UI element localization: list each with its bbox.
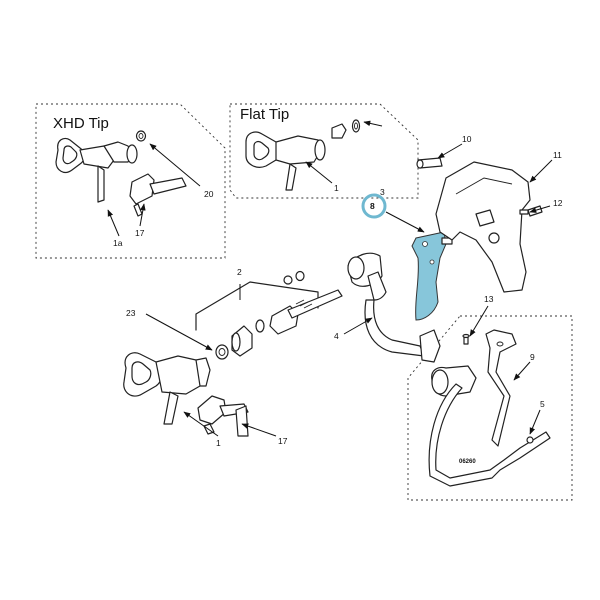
- figure-number: 06260: [459, 459, 476, 465]
- callout-23: 23: [126, 308, 136, 318]
- main-tip-seal: [215, 344, 229, 360]
- callout-13: 13: [484, 294, 494, 304]
- callout-2: 2: [237, 267, 242, 277]
- guard-5: [428, 365, 551, 487]
- tip-guard-inset-border: [407, 315, 573, 501]
- callout-1a: 1a: [113, 238, 123, 248]
- callout-3: 3: [380, 187, 385, 197]
- gun-fluid-tube: [347, 252, 441, 363]
- callout-8: 8: [370, 201, 375, 211]
- leader-lines: [107, 120, 553, 437]
- main-tip-insert: [197, 395, 249, 437]
- callout-20: 20: [204, 189, 214, 199]
- flat-tip-title: Flat Tip: [240, 106, 289, 123]
- valve-assembly: [195, 270, 343, 357]
- flat-tip-guard: [245, 131, 326, 191]
- flat-tip-inset-border: [229, 103, 419, 199]
- xhd-tip-title: XHD Tip: [53, 115, 109, 132]
- flat-tip-seal: [331, 119, 361, 139]
- callout-5: 5: [540, 399, 545, 409]
- xhd-seal: [135, 130, 147, 142]
- callout-4: 4: [334, 331, 339, 341]
- main-tip-guard: [123, 352, 211, 425]
- highlight-ring: [361, 193, 387, 219]
- screw-13: [462, 333, 470, 345]
- callout-9: 9: [530, 352, 535, 362]
- xhd-tip-insert: [129, 173, 187, 217]
- callout-11: 11: [553, 150, 562, 160]
- xhd-tip-inset-border: [35, 103, 226, 259]
- trigger-guard: [485, 329, 517, 447]
- handle-nut: [416, 157, 443, 169]
- callout-17-xhd: 17: [135, 228, 145, 238]
- trigger-pin: [441, 237, 453, 245]
- callout-1-main: 1: [216, 438, 221, 448]
- gun-handle: [435, 161, 531, 293]
- callout-labels: 1a 17 20 1 10 11 12 3 8 2 23 4 13 9 5 1 …: [113, 134, 563, 465]
- xhd-tip-guard: [55, 137, 138, 203]
- callout-17-main: 17: [278, 436, 288, 446]
- callout-1-flat: 1: [334, 183, 339, 193]
- callout-10: 10: [462, 134, 472, 144]
- callout-12: 12: [553, 198, 563, 208]
- trigger-highlighted: [411, 231, 447, 321]
